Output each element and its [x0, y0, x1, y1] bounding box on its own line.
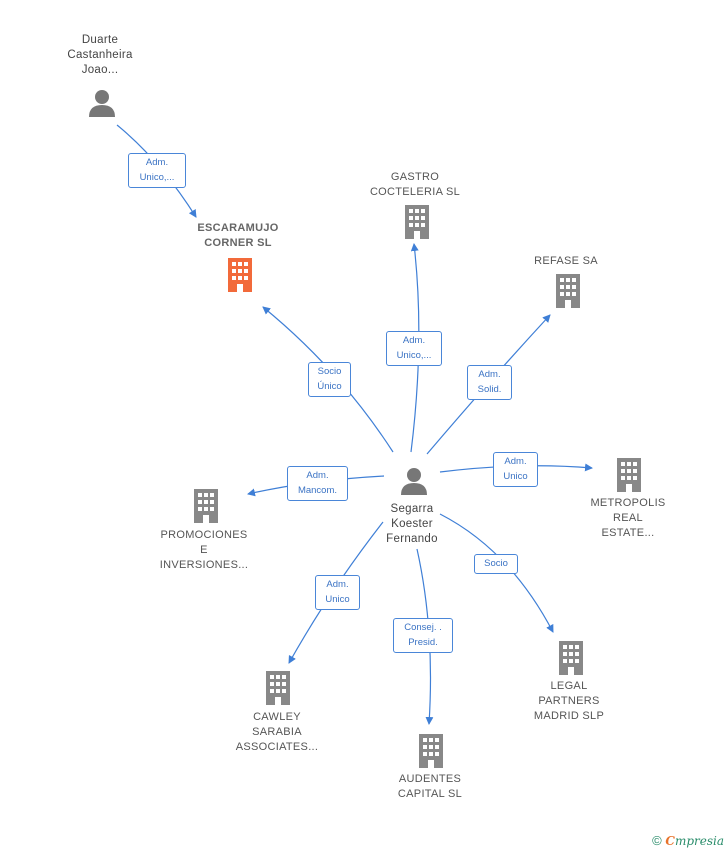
person-icon[interactable]: [87, 88, 117, 118]
building-icon[interactable]: [224, 257, 256, 293]
person-icon[interactable]: [399, 466, 429, 496]
building-icon[interactable]: [262, 670, 294, 706]
edge-label-segarra-gastro[interactable]: Adm. Unico,...: [386, 331, 442, 366]
building-icon[interactable]: [415, 733, 447, 769]
node-label-refase[interactable]: REFASE SA: [534, 255, 598, 267]
edge-label-segarra-legal[interactable]: Socio: [474, 554, 518, 574]
edge-label-segarra-audentes[interactable]: Consej. . Presid.: [393, 618, 453, 653]
edge-label-segarra-cawley[interactable]: Adm. Unico: [315, 575, 360, 610]
node-label-segarra[interactable]: Segarra Koester Fernando: [386, 503, 438, 545]
empresia-logo: Cmpresia: [665, 834, 724, 848]
building-icon[interactable]: [190, 488, 222, 524]
node-label-escaramujo[interactable]: ESCARAMUJO CORNER SL: [197, 222, 279, 249]
edge-label-segarra-promociones[interactable]: Adm. Mancom.: [287, 466, 348, 501]
edge-label-segarra-refase[interactable]: Adm. Solid.: [467, 365, 512, 400]
node-label-gastro[interactable]: GASTRO COCTELERIA SL: [369, 171, 461, 198]
edge-label-duarte-escaramujo[interactable]: Adm. Unico,...: [128, 153, 186, 188]
copyright-symbol: ©: [652, 833, 662, 848]
node-label-cawley[interactable]: CAWLEY SARABIA ASSOCIATES...: [235, 711, 319, 753]
building-icon[interactable]: [552, 273, 584, 309]
node-label-duarte[interactable]: Duarte Castanheira Joao...: [67, 34, 133, 76]
building-icon[interactable]: [401, 204, 433, 240]
node-label-audentes[interactable]: AUDENTES CAPITAL SL: [397, 773, 463, 800]
node-label-metropolis[interactable]: METROPOLIS REAL ESTATE...: [590, 497, 666, 539]
node-label-legal[interactable]: LEGAL PARTNERS MADRID SLP: [533, 680, 605, 722]
edge-label-segarra-metropolis[interactable]: Adm. Unico: [493, 452, 538, 487]
footer-brand: © Cmpresia: [652, 833, 724, 848]
building-icon[interactable]: [555, 640, 587, 676]
edge-label-segarra-escaramujo[interactable]: Socio Único: [308, 362, 351, 397]
building-icon[interactable]: [613, 457, 645, 493]
node-label-promociones[interactable]: PROMOCIONES E INVERSIONES...: [159, 529, 249, 571]
